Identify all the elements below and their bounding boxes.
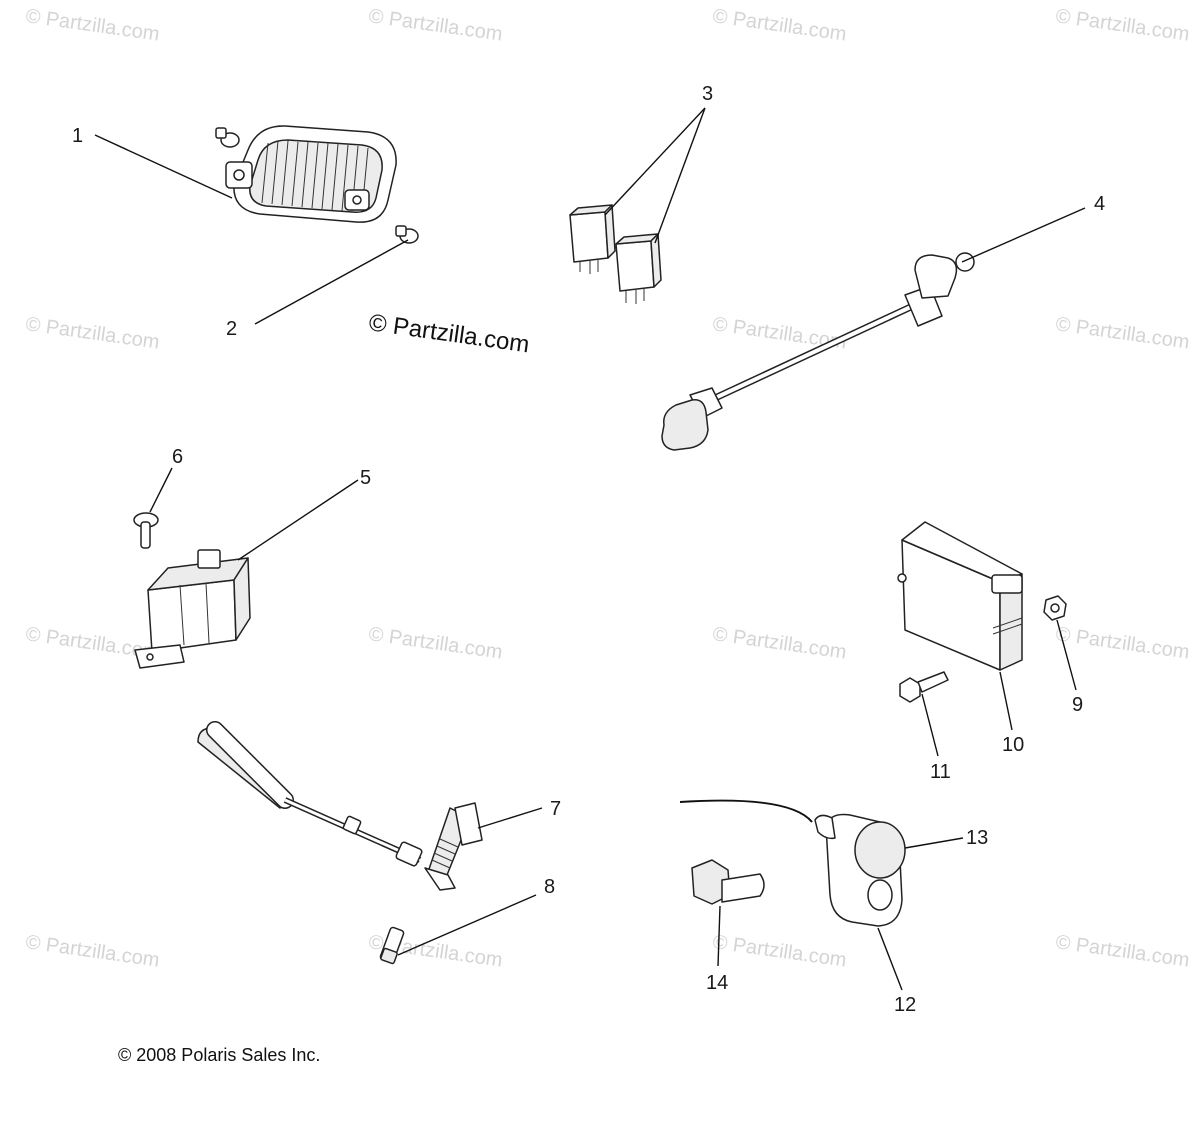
part-11-bolt[interactable] bbox=[899, 671, 949, 703]
part-5-solenoid[interactable] bbox=[134, 549, 251, 669]
watermark: © Partzilla.com bbox=[1054, 313, 1191, 354]
watermark: © Partzilla.com bbox=[711, 5, 848, 46]
watermark: © Partzilla.com bbox=[24, 931, 161, 972]
part-3-relays[interactable] bbox=[569, 204, 662, 304]
watermark: © Partzilla.com bbox=[367, 623, 504, 664]
part-1-voltage-regulator[interactable] bbox=[225, 125, 397, 223]
callout-8: 8 bbox=[544, 876, 555, 898]
callout-14: 14 bbox=[706, 972, 728, 994]
callout-2: 2 bbox=[226, 318, 237, 340]
part-13-switch-button[interactable] bbox=[854, 821, 906, 879]
part-8-fastener[interactable] bbox=[379, 926, 405, 965]
copyright-notice: © 2008 Polaris Sales Inc. bbox=[118, 1045, 320, 1065]
watermark: © Partzilla.com bbox=[711, 623, 848, 664]
callout-12: 12 bbox=[894, 994, 916, 1016]
callout-13: 13 bbox=[966, 827, 988, 849]
leader-lines bbox=[94, 107, 1086, 991]
watermark: © Partzilla.com bbox=[1054, 623, 1191, 664]
watermark: © Partzilla.com bbox=[1054, 5, 1191, 46]
callout-6: 6 bbox=[172, 446, 183, 468]
callout-9: 9 bbox=[1072, 694, 1083, 716]
callout-1: 1 bbox=[72, 125, 83, 147]
watermark: © Partzilla.com bbox=[24, 5, 161, 46]
callout-4: 4 bbox=[1094, 193, 1105, 215]
callout-7: 7 bbox=[550, 798, 561, 820]
watermark: © Partzilla.com bbox=[1054, 931, 1191, 972]
watermark: © Partzilla.com bbox=[367, 5, 504, 46]
part-4-sensor-harness[interactable] bbox=[661, 252, 975, 451]
callout-3: 3 bbox=[702, 83, 713, 105]
part-10-ecu-module[interactable] bbox=[897, 521, 1023, 671]
watermark: © Partzilla.com bbox=[24, 313, 161, 354]
watermark-main: © Partzilla.com bbox=[367, 309, 531, 358]
part-9-nut[interactable] bbox=[1043, 595, 1067, 621]
callouts: 1 2 3 4 5 6 7 8 9 10 11 12 13 14 bbox=[72, 83, 1105, 1016]
part-6-screw[interactable] bbox=[133, 512, 159, 549]
callout-10: 10 bbox=[1002, 734, 1024, 756]
part-2-screws[interactable] bbox=[215, 127, 419, 244]
watermark: © Partzilla.com bbox=[711, 931, 848, 972]
watermark-layer: © Partzilla.com © Partzilla.com © Partzi… bbox=[24, 5, 1191, 972]
part-14-bolt[interactable] bbox=[691, 859, 765, 905]
callout-11: 11 bbox=[930, 761, 951, 783]
part-7-speed-sensor[interactable] bbox=[197, 721, 483, 891]
callout-5: 5 bbox=[360, 467, 371, 489]
